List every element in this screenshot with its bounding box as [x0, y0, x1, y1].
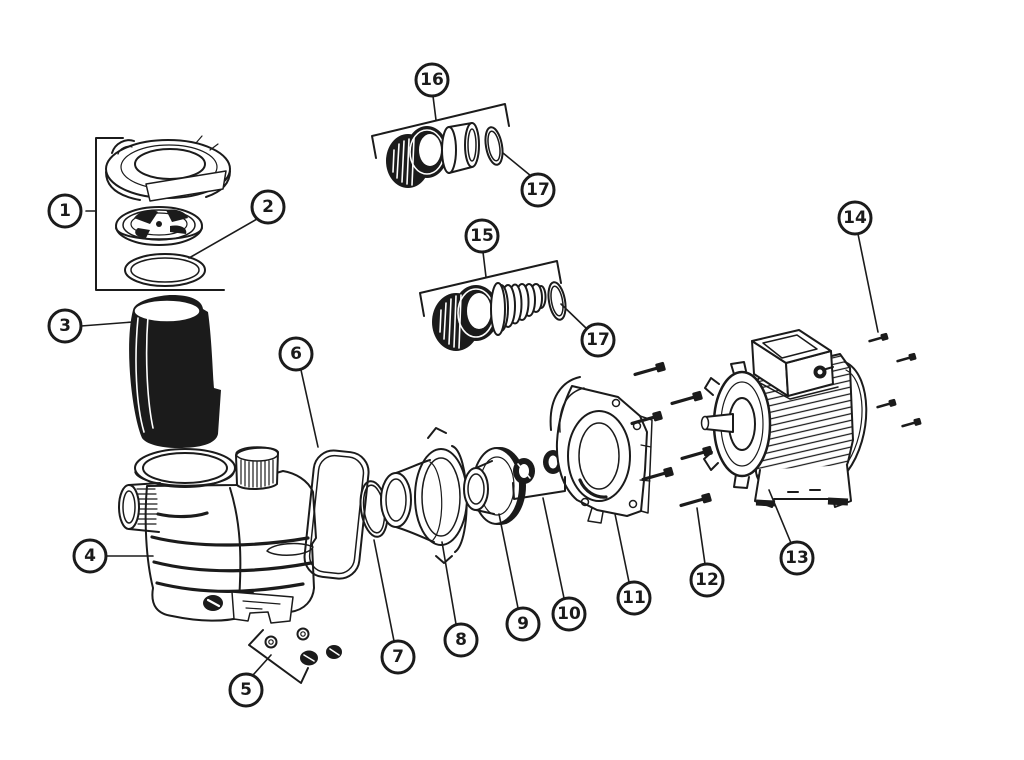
strainer-basket — [129, 295, 221, 448]
callout-circle-14 — [837, 200, 873, 236]
mechanical-seal — [513, 450, 563, 484]
callout-14: 14 — [837, 200, 879, 333]
callout-17: 17 — [502, 152, 556, 208]
lid-o-ring — [124, 253, 206, 287]
group-bracket-10 — [512, 476, 566, 500]
callout-circle-15 — [464, 218, 500, 254]
callout-number-10: 10 — [557, 604, 581, 624]
callout-number-3: 3 — [59, 316, 71, 336]
callout-number-6: 6 — [290, 344, 302, 364]
callout-circle-2 — [250, 189, 286, 225]
callout-circle-9 — [505, 606, 541, 642]
callout-16: 16 — [414, 62, 450, 121]
callout-circle-10 — [551, 596, 587, 632]
callout-leader-5 — [252, 654, 272, 676]
union-pipe — [386, 122, 480, 188]
callout-leader-6 — [300, 369, 319, 448]
callout-number-5: 5 — [240, 680, 252, 700]
group-bracket-15 — [419, 260, 562, 317]
callout-circle-17 — [580, 322, 616, 358]
callout-leader-15 — [482, 251, 487, 278]
callout-7: 7 — [373, 539, 416, 675]
callout-circle-8 — [443, 622, 479, 658]
callout-circle-1 — [47, 193, 83, 229]
callout-leader-10 — [542, 497, 565, 599]
flange-bolts — [630, 361, 713, 508]
callout-circle-5 — [228, 672, 264, 708]
callout-number-15: 15 — [470, 226, 494, 246]
callout-1: 1 — [47, 193, 97, 229]
callout-6: 6 — [278, 336, 319, 448]
callout-leader-8 — [441, 541, 457, 625]
callout-circle-11 — [616, 580, 652, 616]
callout-leader-9 — [498, 513, 519, 609]
group-bracket-5 — [248, 629, 309, 684]
callout-circle-17 — [520, 172, 556, 208]
motor — [700, 329, 868, 508]
callout-leader-2 — [188, 218, 258, 259]
callout-circle-16 — [414, 62, 450, 98]
callout-number-9: 9 — [517, 614, 529, 634]
callout-number-13: 13 — [785, 548, 809, 568]
callout-leader-17 — [560, 303, 588, 330]
callout-circle-6 — [278, 336, 314, 372]
callout-9: 9 — [498, 513, 541, 642]
diffuser — [380, 427, 468, 564]
union-hose — [432, 282, 547, 351]
group-bracket-16 — [371, 103, 510, 159]
group-bracket-1 — [95, 137, 225, 291]
callout-leader-3 — [80, 321, 134, 327]
callout-number-16: 16 — [420, 70, 444, 90]
callout-number-1: 1 — [59, 201, 71, 221]
callout-number-17: 17 — [586, 330, 610, 350]
callout-leader-17 — [502, 152, 532, 177]
pump-housing — [118, 446, 317, 624]
callout-15: 15 — [464, 218, 500, 278]
callout-number-11: 11 — [622, 588, 646, 608]
callout-4: 4 — [72, 538, 154, 574]
union-o-ring-lower — [547, 281, 567, 321]
callout-circle-13 — [779, 540, 815, 576]
union-o-ring-upper — [484, 126, 504, 166]
callout-leader-13 — [768, 489, 792, 544]
callout-2: 2 — [188, 189, 286, 259]
callout-leader-11 — [614, 513, 630, 583]
callout-number-14: 14 — [843, 208, 867, 228]
callout-leader-14 — [857, 233, 879, 333]
callout-leader-16 — [432, 95, 437, 121]
callout-number-8: 8 — [455, 630, 467, 650]
callout-number-7: 7 — [392, 647, 404, 667]
callout-circle-4 — [72, 538, 108, 574]
callout-leader-7 — [373, 539, 395, 642]
motor-screws — [868, 332, 922, 428]
callout-number-2: 2 — [262, 197, 274, 217]
drain-plug-set — [264, 627, 342, 666]
callout-17: 17 — [560, 303, 616, 358]
callout-number-17: 17 — [526, 180, 550, 200]
callout-5: 5 — [228, 654, 272, 708]
callout-leader-12 — [696, 507, 706, 565]
housing-gasket — [303, 449, 370, 580]
callout-number-12: 12 — [695, 570, 719, 590]
callout-circle-3 — [47, 308, 83, 344]
callout-13: 13 — [768, 489, 815, 576]
callout-number-4: 4 — [84, 546, 96, 566]
callout-10: 10 — [542, 497, 587, 632]
callout-3: 3 — [47, 308, 134, 344]
impeller — [463, 447, 526, 525]
callout-8: 8 — [441, 541, 479, 658]
seal-plate — [549, 376, 653, 524]
callout-11: 11 — [614, 513, 652, 616]
strainer-lid — [115, 206, 203, 246]
callout-12: 12 — [689, 507, 725, 598]
callout-circle-7 — [380, 639, 416, 675]
callout-circle-12 — [689, 562, 725, 598]
lock-ring — [105, 135, 231, 202]
